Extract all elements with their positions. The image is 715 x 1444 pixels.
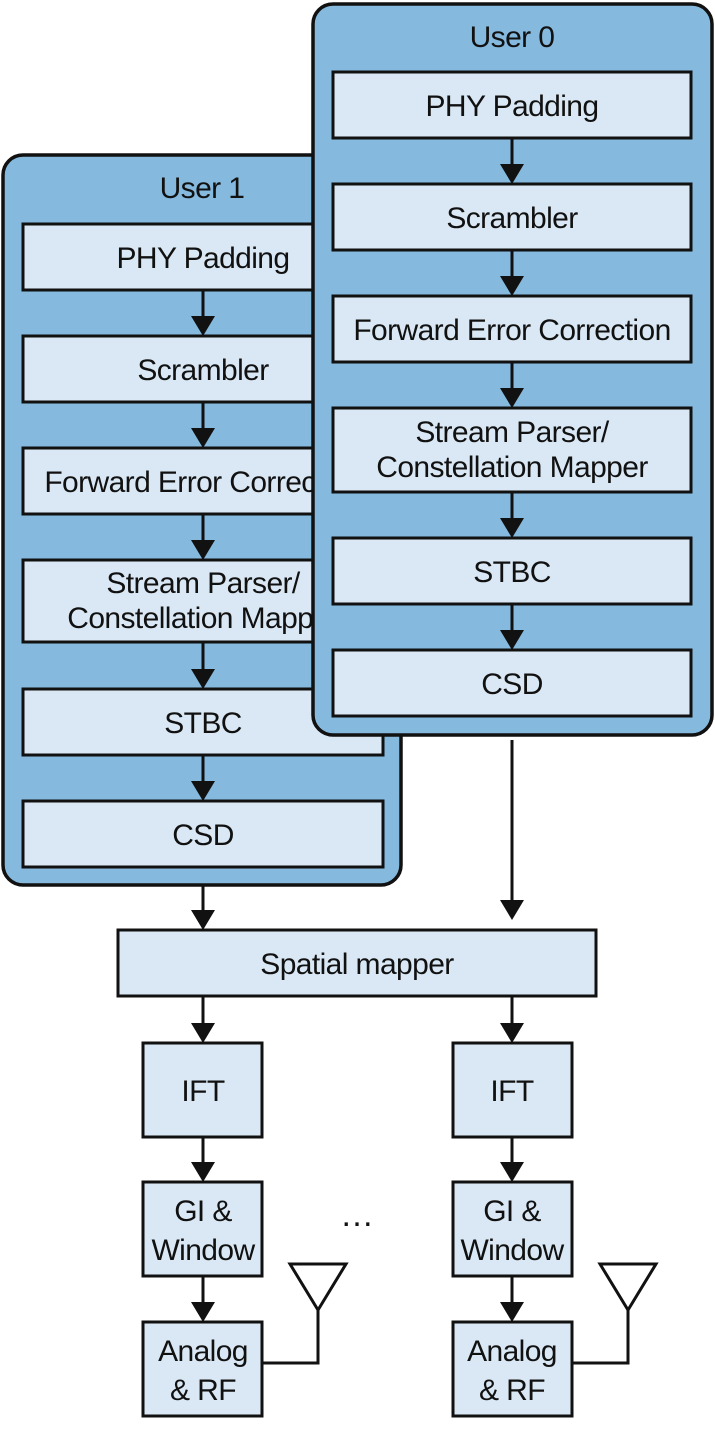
rf-label-left-line2: & RF: [170, 1374, 236, 1407]
user-0-fec-label: Forward Error Correction: [353, 314, 670, 347]
to-spatial-mapper-arrows: [191, 740, 524, 930]
rf-label-right-line2: & RF: [479, 1374, 545, 1407]
rf-label-right-line1: Analog: [467, 1335, 557, 1368]
user-1-phy-padding-label: PHY Padding: [117, 242, 290, 275]
ellipsis-more-chains: …: [340, 1196, 374, 1234]
gi-label-left-line2: Window: [151, 1234, 255, 1267]
analog-rf-block-left: [141, 1320, 264, 1418]
gi-label-right-line2: Window: [460, 1234, 564, 1267]
user-1-stream-parser-label-line2: Constellation Mapper: [67, 602, 339, 635]
user-1-flow-arrows: [191, 290, 215, 801]
user-1-stream-parser-label-line1: Stream Parser/: [106, 567, 301, 600]
ift-label-right: IFT: [490, 1075, 533, 1108]
tx-chain-right: IFT GI & Window Analog & RF: [451, 996, 659, 1418]
rf-label-left-line1: Analog: [158, 1335, 248, 1368]
user-0-stream-parser-label-line1: Stream Parser/: [415, 416, 610, 449]
user-0-stream-parser-label-line2: Constellation Mapper: [376, 451, 648, 484]
user-0-scrambler-label: Scrambler: [446, 202, 578, 235]
tx-chain-left: IFT GI & Window Analog & RF: [141, 996, 349, 1418]
gi-label-left-line1: GI &: [174, 1195, 232, 1228]
user-0-title: User 0: [470, 21, 555, 54]
user-0-csd-block: [331, 648, 693, 718]
user-1-csd-label: CSD: [172, 819, 234, 852]
gi-window-block-left: [141, 1180, 264, 1278]
user-1-title: User 1: [160, 172, 245, 205]
user-1-stbc-label: STBC: [164, 707, 242, 740]
spatial-mapper-block: [116, 928, 598, 998]
user-0-stbc-label: STBC: [473, 556, 551, 589]
antenna-icon: [572, 1262, 659, 1365]
ift-label-left: IFT: [181, 1075, 224, 1108]
user-0-panel: User 0 PHY Padding Scrambler Forward Err…: [311, 2, 714, 737]
user-0-csd-label: CSD: [481, 668, 543, 701]
ift-block-left: [141, 1041, 264, 1139]
user-0-fec-block: [331, 294, 693, 364]
antenna-icon: [262, 1262, 349, 1365]
gi-window-block-right: [451, 1180, 574, 1278]
user-1-scrambler-label: Scrambler: [137, 354, 269, 387]
spatial-mapper-label: Spatial mapper: [260, 948, 454, 981]
user-1-fec-label: Forward Error Correction: [44, 466, 361, 499]
gi-label-right-line1: GI &: [483, 1195, 541, 1228]
user-0-flow-arrows: [500, 138, 524, 650]
user-0-stream-parser-block: [331, 406, 693, 494]
analog-rf-block-right: [451, 1320, 574, 1418]
user-0-phy-padding-label: PHY Padding: [426, 90, 599, 123]
